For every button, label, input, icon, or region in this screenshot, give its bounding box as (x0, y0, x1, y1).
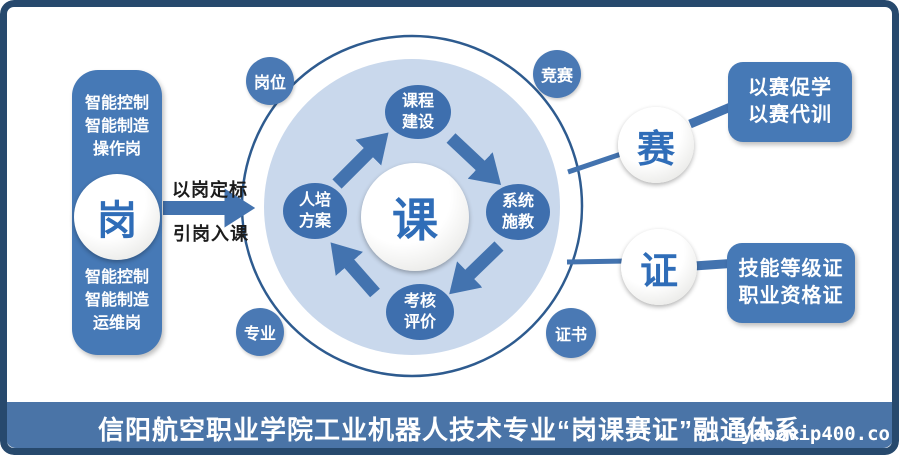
post-panel-bottom-text: 智能控制 智能制造 运维岗 (72, 266, 162, 335)
post-top-line: 操作岗 (92, 141, 141, 158)
badge-major: 专业 (236, 308, 284, 356)
post-top-line: 智能制造 (84, 118, 149, 135)
node-course-construction: 课程建设 (385, 85, 451, 139)
flow-label-bottom: 引岗入课 (173, 224, 249, 244)
post-bottom-line: 运维岗 (92, 315, 141, 332)
sai-badge-circle: 赛 (618, 107, 694, 183)
zheng-badge-circle: 证 (621, 229, 697, 305)
post-bottom-line: 智能控制 (84, 269, 149, 286)
post-panel: 智能控制 智能制造 操作岗 岗 智能控制 智能制造 运维岗 (72, 70, 162, 355)
ring-to-zheng-connector (566, 258, 629, 265)
badge-certificate: 证书 (546, 308, 596, 358)
post-panel-top-text: 智能控制 智能制造 操作岗 (72, 92, 162, 161)
footer-title-bar: 信阳航空职业学院工业机器人技术专业“岗课赛证”融通体系 (6, 402, 893, 448)
diagram-title: 信阳航空职业学院工业机器人技术专业“岗课赛证”融通体系 (97, 415, 801, 445)
flow-label-top: 以岗定标 (172, 180, 248, 200)
sai-badge-glyph: 赛 (636, 128, 675, 171)
node-label: 课程建设 (401, 93, 434, 131)
badge-post: 岗位 (246, 57, 294, 105)
arrow-plan-to-construction (332, 132, 389, 189)
arrow-teaching-to-evaluation (449, 241, 504, 295)
certificate-types-box: 技能等级证 职业资格证 (727, 243, 855, 323)
certificate-types-line: 职业资格证 (738, 285, 844, 307)
gang-badge-glyph: 岗 (97, 199, 137, 243)
competition-benefit-box: 以赛促学 以赛代训 (728, 62, 852, 142)
zheng-badge-glyph: 证 (639, 250, 678, 293)
course-center-glyph: 课 (392, 194, 438, 246)
badge-competition: 竞赛 (533, 50, 581, 98)
certificate-types-line: 技能等级证 (738, 258, 844, 280)
node-assessment-evaluation: 考核评价 (386, 284, 454, 340)
competition-benefit-line: 以赛促学 (748, 77, 832, 99)
post-top-line: 智能控制 (84, 95, 149, 112)
node-training-plan: 人培方案 (283, 183, 347, 239)
watermark-text: yabovip400.co (741, 423, 890, 445)
arrow-construction-to-teaching (446, 133, 502, 186)
node-label: 系统施教 (501, 193, 534, 231)
competition-benefit-line: 以赛代训 (748, 104, 832, 126)
course-center-circle: 课 (361, 163, 469, 271)
node-system-teaching: 系统施教 (486, 184, 550, 240)
gang-badge-circle: 岗 (74, 174, 160, 260)
node-label: 考核评价 (403, 293, 436, 331)
post-bottom-line: 智能制造 (84, 292, 149, 309)
node-label: 人培方案 (298, 192, 331, 230)
arrow-evaluation-to-plan (330, 242, 380, 298)
